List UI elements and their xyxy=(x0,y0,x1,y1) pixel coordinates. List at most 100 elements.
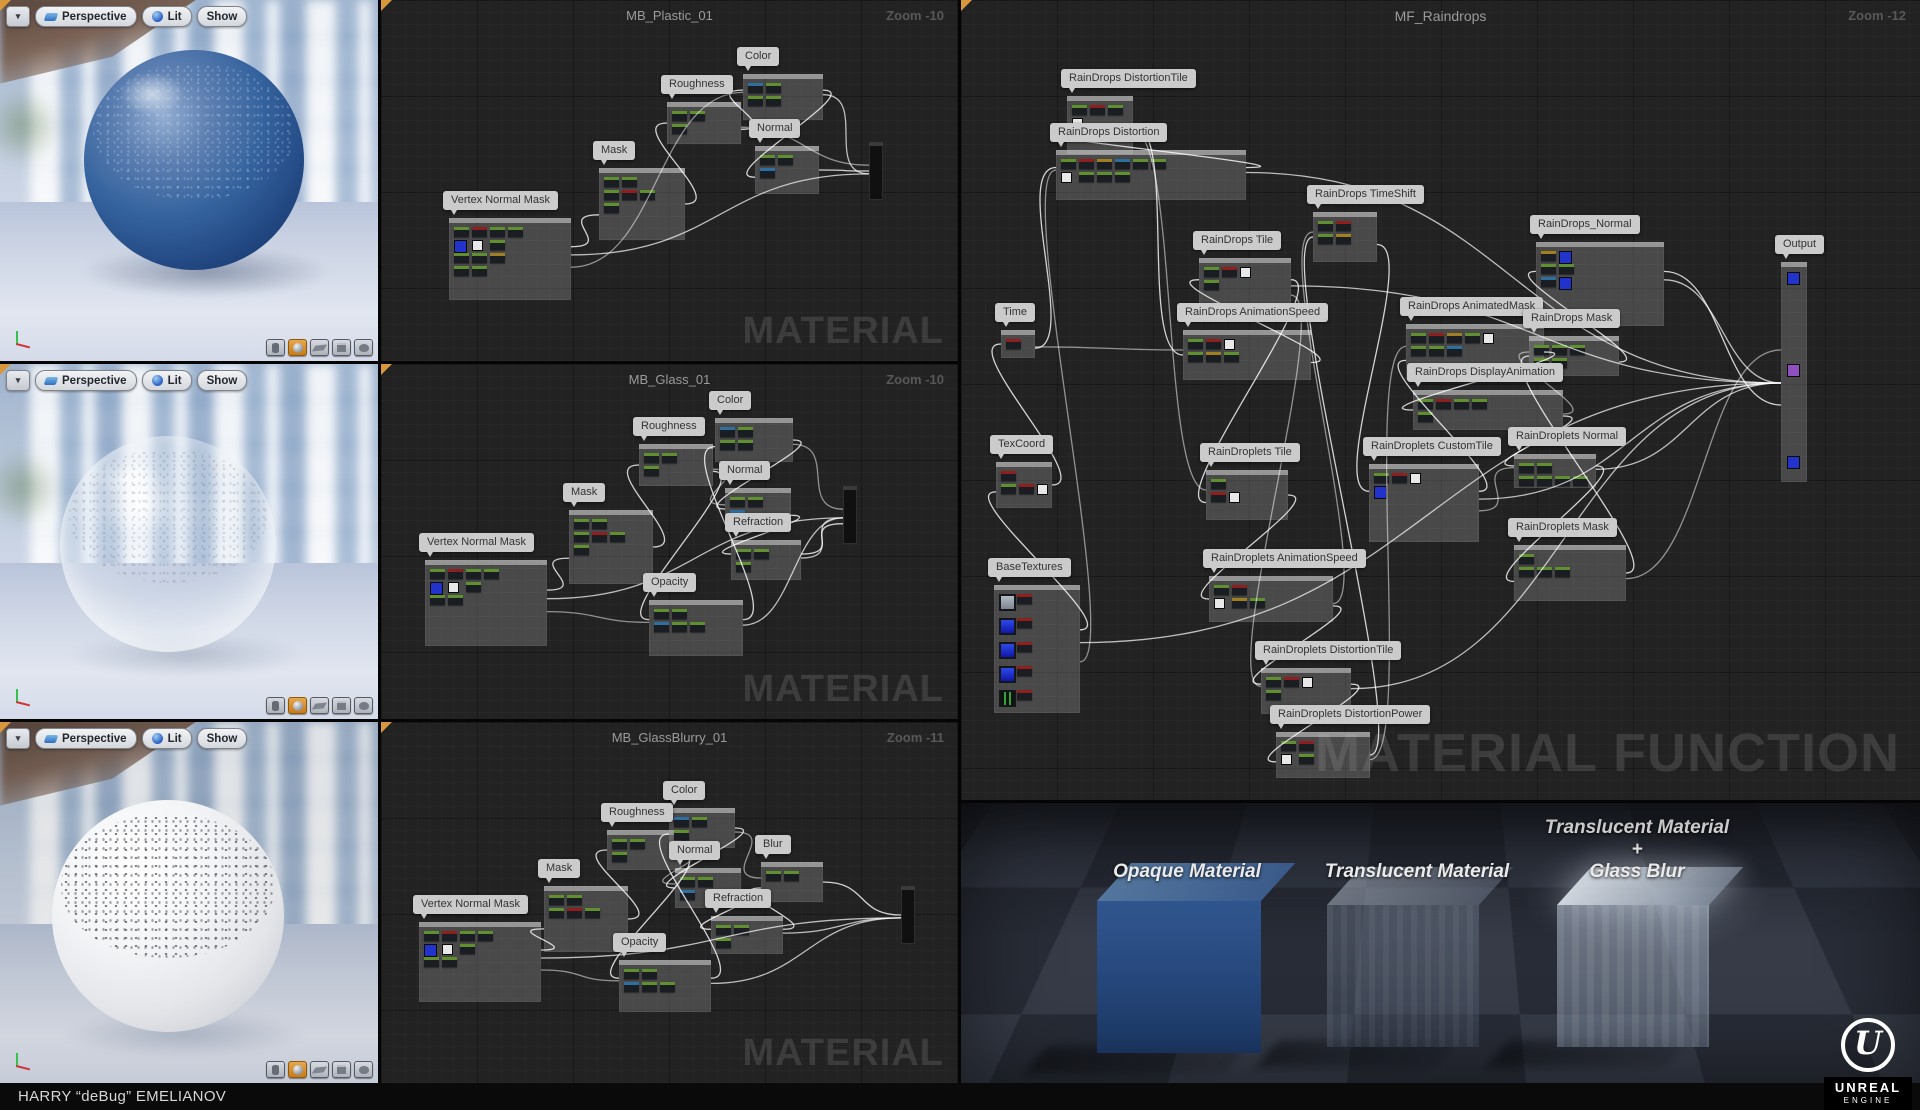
node-chip[interactable] xyxy=(604,190,619,200)
node-chip[interactable] xyxy=(1108,105,1123,115)
lit-button[interactable]: Lit xyxy=(141,370,192,391)
node-chip[interactable] xyxy=(672,622,687,632)
node-chip[interactable] xyxy=(574,545,589,555)
graph-comment-box[interactable] xyxy=(1413,390,1563,430)
node-chip[interactable] xyxy=(430,569,445,579)
node-chip[interactable] xyxy=(1519,567,1534,577)
node-chip[interactable] xyxy=(760,168,775,178)
node-chip[interactable] xyxy=(472,227,487,237)
node-chip[interactable] xyxy=(1418,412,1433,422)
node-chip[interactable] xyxy=(716,938,731,948)
node-chip[interactable] xyxy=(1519,476,1534,486)
show-button[interactable]: Show xyxy=(196,6,248,27)
node-chip[interactable] xyxy=(454,227,469,237)
node-chip[interactable] xyxy=(1017,642,1032,652)
node-chip[interactable] xyxy=(549,908,564,918)
node-chip[interactable] xyxy=(1559,264,1574,274)
viewport-options-dropdown[interactable]: ▾ xyxy=(6,6,30,27)
node-chip[interactable] xyxy=(1037,484,1048,495)
node-chip[interactable] xyxy=(472,240,483,251)
node-chip[interactable] xyxy=(490,253,505,263)
node-chip[interactable] xyxy=(592,519,607,529)
viewport-options-dropdown[interactable]: ▾ xyxy=(6,728,30,749)
node-chip[interactable] xyxy=(1787,364,1800,377)
mesh-cylinder-button[interactable] xyxy=(266,1061,285,1078)
node-chip[interactable] xyxy=(1133,159,1148,169)
node-chip[interactable] xyxy=(1222,267,1237,277)
viewport-plastic[interactable]: ▾ Perspective Lit Show xyxy=(0,0,378,361)
node-chip[interactable] xyxy=(1541,251,1556,261)
comment-label[interactable]: Color xyxy=(709,391,752,415)
node-chip[interactable] xyxy=(1284,677,1299,687)
mesh-teapot-button[interactable] xyxy=(354,1061,373,1078)
node-chip[interactable] xyxy=(720,440,735,450)
node-chip[interactable] xyxy=(736,562,751,572)
node-chip[interactable] xyxy=(1188,339,1203,349)
graph-comment-box[interactable] xyxy=(996,462,1052,508)
node-chip[interactable] xyxy=(472,253,487,263)
node-chip[interactable] xyxy=(784,871,799,881)
mesh-sphere-button[interactable] xyxy=(288,1061,307,1078)
node-chip[interactable] xyxy=(680,890,695,900)
comment-label[interactable]: Mask xyxy=(563,483,606,507)
comment-label[interactable]: BaseTextures xyxy=(988,558,1071,582)
mesh-teapot-button[interactable] xyxy=(354,697,373,714)
comment-label[interactable]: RainDrops DisplayAnimation xyxy=(1407,363,1564,387)
show-button[interactable]: Show xyxy=(196,728,248,749)
node-chip[interactable] xyxy=(766,871,781,881)
graph-comment-box[interactable] xyxy=(1056,150,1246,200)
node-chip[interactable] xyxy=(754,549,769,559)
output-node[interactable] xyxy=(843,486,857,544)
graph-comment-box[interactable] xyxy=(419,922,541,1002)
node-chip[interactable] xyxy=(1374,473,1389,483)
node-chip[interactable] xyxy=(630,839,645,849)
graph-comment-box[interactable] xyxy=(449,218,571,300)
node-chip[interactable] xyxy=(1555,476,1570,486)
node-chip[interactable] xyxy=(672,124,687,134)
node-chip[interactable] xyxy=(690,622,705,632)
comment-label[interactable]: Mask xyxy=(538,859,581,883)
node-chip[interactable] xyxy=(1224,352,1239,362)
node-chip[interactable] xyxy=(442,944,453,955)
node-chip[interactable] xyxy=(1570,345,1585,355)
viewport-glass-blurry[interactable]: ▾ Perspective Lit Show xyxy=(0,722,378,1083)
node-chip[interactable] xyxy=(574,532,589,542)
node-chip[interactable] xyxy=(1017,594,1032,604)
node-chip[interactable] xyxy=(999,690,1016,707)
node-chip[interactable] xyxy=(1559,251,1572,264)
node-chip[interactable] xyxy=(766,96,781,106)
node-chip[interactable] xyxy=(1410,473,1421,484)
comment-label[interactable]: RainDroplets CustomTile xyxy=(1363,437,1501,461)
graph-comment-box[interactable] xyxy=(711,916,783,954)
node-chip[interactable] xyxy=(1318,221,1333,231)
node-chip[interactable] xyxy=(1318,234,1333,244)
node-chip[interactable] xyxy=(1411,346,1426,356)
node-chip[interactable] xyxy=(424,944,437,957)
node-chip[interactable] xyxy=(736,549,751,559)
node-chip[interactable] xyxy=(640,190,655,200)
mesh-plane-button[interactable] xyxy=(310,339,329,356)
graph-comment-box[interactable] xyxy=(1209,576,1333,622)
node-chip[interactable] xyxy=(1097,159,1112,169)
node-chip[interactable] xyxy=(734,925,749,935)
comment-label[interactable]: RainDrops DistortionTile xyxy=(1061,69,1196,93)
node-chip[interactable] xyxy=(1001,471,1016,481)
mesh-cylinder-button[interactable] xyxy=(266,697,285,714)
node-chip[interactable] xyxy=(1232,585,1247,595)
comment-label[interactable]: Opacity xyxy=(643,573,697,597)
node-chip[interactable] xyxy=(716,925,731,935)
node-chip[interactable] xyxy=(484,569,499,579)
node-chip[interactable] xyxy=(1302,677,1313,688)
node-chip[interactable] xyxy=(1534,345,1549,355)
node-chip[interactable] xyxy=(549,895,564,905)
graph-comment-box[interactable] xyxy=(1369,464,1479,542)
node-chip[interactable] xyxy=(654,609,669,619)
node-chip[interactable] xyxy=(624,982,639,992)
lit-button[interactable]: Lit xyxy=(141,6,192,27)
graph-comment-box[interactable] xyxy=(1514,454,1596,488)
comment-label[interactable]: Vertex Normal Mask xyxy=(443,191,559,215)
node-chip[interactable] xyxy=(1115,159,1130,169)
node-chip[interactable] xyxy=(1559,277,1572,290)
